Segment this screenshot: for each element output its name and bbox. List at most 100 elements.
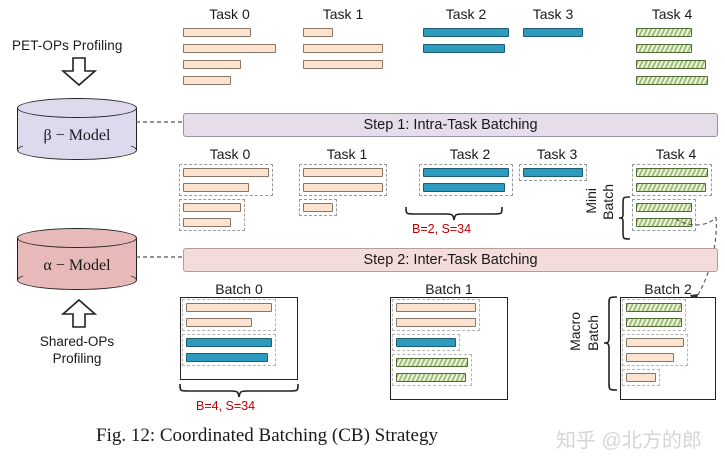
batch-bar: [186, 353, 268, 362]
intra-task-bar: [636, 218, 692, 227]
intra-task-group-box: [299, 164, 387, 196]
intra-task-bar: [523, 168, 583, 177]
batch-bar: [186, 318, 252, 327]
step2-label: Step 2: Inter-Task Batching: [363, 252, 538, 268]
figure-caption: Fig. 12: Coordinated Batching (CB) Strat…: [96, 425, 438, 446]
batch-bar: [396, 303, 476, 312]
intra-task-bar: [183, 218, 231, 227]
cylinder-top: [17, 228, 137, 248]
macro-batch-label-line1: Macro: [567, 312, 583, 351]
batch-bar: [626, 303, 682, 312]
intra-task-stat-label: B=2, S=34: [412, 222, 472, 236]
cylinder-bottom: [17, 140, 137, 160]
profiling-bar: [303, 60, 383, 69]
intra-task-bar: [303, 168, 383, 177]
batch-group-box: [622, 369, 660, 386]
batch-label-2: Batch 2: [644, 281, 692, 297]
shared-ops-profiling-line2: Profiling: [52, 351, 102, 366]
batch-bar: [626, 373, 656, 382]
batch-container: [620, 297, 716, 400]
intra-task-bar: [183, 203, 241, 212]
batch-container: [390, 297, 508, 400]
beta-model-cylinder: β − Model: [17, 98, 137, 160]
mini-batch-brace-icon: [618, 196, 631, 240]
profiling-bar: [183, 60, 241, 69]
task-label-profiling-4: Task 4: [651, 6, 693, 22]
intra-task-group-box: [519, 164, 587, 181]
step2-banner[interactable]: Step 2: Inter-Task Batching: [183, 248, 718, 272]
batch-bar: [396, 373, 466, 382]
profiling-bar: [636, 44, 692, 53]
intra-task-bar: [303, 203, 333, 212]
intra-task-bar: [423, 168, 509, 177]
profiling-bar: [183, 44, 276, 53]
profiling-bar: [636, 28, 692, 37]
batch-bar: [396, 318, 476, 327]
task-label-profiling-1: Task 1: [322, 6, 364, 22]
profiling-bar: [183, 28, 251, 37]
intra-task-bar: [183, 168, 269, 177]
profiling-bar: [636, 76, 708, 85]
profiling-bar: [423, 28, 509, 37]
cylinder-top: [17, 98, 137, 118]
beta-model-label: β − Model: [43, 127, 111, 145]
batch-group-box: [182, 334, 276, 366]
inter-task-stat-label: B=4, S=34: [196, 399, 256, 413]
batch-bar: [396, 358, 468, 367]
mini-batch-label-line1: Mini: [583, 188, 599, 214]
task-label-intra-1: Task 1: [326, 146, 368, 162]
batch-label-0: Batch 0: [215, 281, 263, 297]
intra-task-group-box: [419, 164, 513, 196]
batch-bar: [626, 318, 682, 327]
task-label-intra-0: Task 0: [209, 146, 251, 162]
mini-batch-label-line2: Batch: [600, 184, 616, 220]
alpha-model-cylinder: α − Model: [17, 228, 137, 290]
batch-bar: [186, 338, 272, 347]
alpha-model-label: α − Model: [43, 257, 111, 275]
task-label-intra-4: Task 4: [655, 146, 697, 162]
profiling-bar: [523, 28, 583, 37]
profiling-bar: [423, 44, 505, 53]
batch-group-box: [392, 299, 480, 331]
macro-batch-label-line2: Batch: [585, 315, 601, 351]
task-label-profiling-2: Task 2: [445, 6, 487, 22]
profiling-bar: [183, 76, 231, 85]
intra-task-group-box: [299, 199, 337, 216]
batch-group-box: [182, 299, 276, 331]
intra-task-bar: [636, 183, 706, 192]
intra-task-bar: [636, 203, 692, 212]
batch-bar: [626, 338, 684, 347]
intra-task-group-box: [179, 199, 245, 231]
profiling-bar: [303, 44, 383, 53]
macro-batch-brace-icon: [603, 296, 618, 391]
intra-task-bar: [303, 183, 383, 192]
task-label-profiling-0: Task 0: [209, 6, 250, 22]
batch-group-box: [622, 299, 686, 331]
cylinder-bottom: [17, 270, 137, 290]
task-label-intra-2: Task 2: [449, 146, 491, 162]
shared-ops-profiling-line1: Shared-OPs: [39, 334, 115, 349]
step1-banner[interactable]: Step 1: Intra-Task Batching: [183, 113, 718, 137]
intra-task-bar: [423, 183, 505, 192]
step1-label: Step 1: Intra-Task Batching: [363, 117, 538, 133]
batch-bar: [186, 303, 272, 312]
batch-bar: [396, 338, 456, 347]
intra-task-group-box: [179, 164, 273, 196]
task-label-intra-3: Task 3: [536, 146, 578, 162]
batch-group-box: [392, 334, 460, 351]
batch-label-1: Batch 1: [425, 281, 473, 297]
up-block-arrow-icon: [60, 298, 98, 328]
intra-task-group-box: [632, 199, 696, 231]
intra-task-bar: [636, 168, 708, 177]
batch-bar: [626, 353, 674, 362]
intra-task-brace-icon: [405, 206, 503, 221]
inter-task-brace-icon: [179, 383, 299, 398]
batch-group-box: [622, 334, 688, 366]
pet-ops-profiling-label: PET-OPs Profiling: [12, 38, 123, 53]
intra-task-group-box: [632, 164, 712, 196]
batch-group-box: [392, 354, 472, 386]
watermark-text: 知乎 @北方的郎: [556, 430, 702, 452]
profiling-bar: [303, 28, 333, 37]
profiling-bar: [636, 60, 706, 69]
down-block-arrow-icon: [60, 57, 98, 87]
